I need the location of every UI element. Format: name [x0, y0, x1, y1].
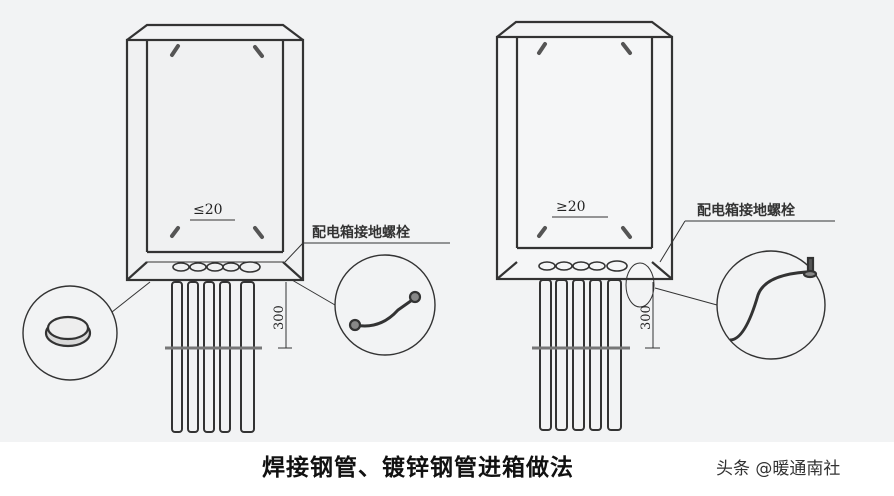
conduit-entry-diagram: ≤20 ≥20 配电箱接地螺栓 配电箱接地螺栓 300 300: [22, 20, 835, 433]
left-knockouts: [172, 261, 261, 273]
left-gap-label: ≤20: [193, 202, 223, 218]
figure-caption: 焊接钢管、镀锌钢管进箱做法: [262, 455, 574, 481]
left-dimension-label: 300: [272, 305, 287, 330]
left-callout-label: 配电箱接地螺栓: [312, 224, 410, 241]
left-conduits: [171, 281, 255, 433]
diagram-figure: ≤20 ≥20 配电箱接地螺栓 配电箱接地螺栓 300 300: [0, 0, 894, 442]
right-callout-label: 配电箱接地螺栓: [697, 202, 795, 219]
left-distribution-box: [125, 23, 305, 282]
watermark: 头条 @暖通南社: [716, 459, 841, 479]
left-detail-circle: [22, 285, 118, 381]
right-conduits: [539, 279, 622, 431]
right-dimension-label: 300: [639, 305, 654, 330]
left-ground-detail-circle: [334, 254, 436, 356]
right-gap-label: ≥20: [556, 199, 586, 215]
right-distribution-box: [495, 20, 674, 281]
right-knockouts: [538, 260, 628, 272]
